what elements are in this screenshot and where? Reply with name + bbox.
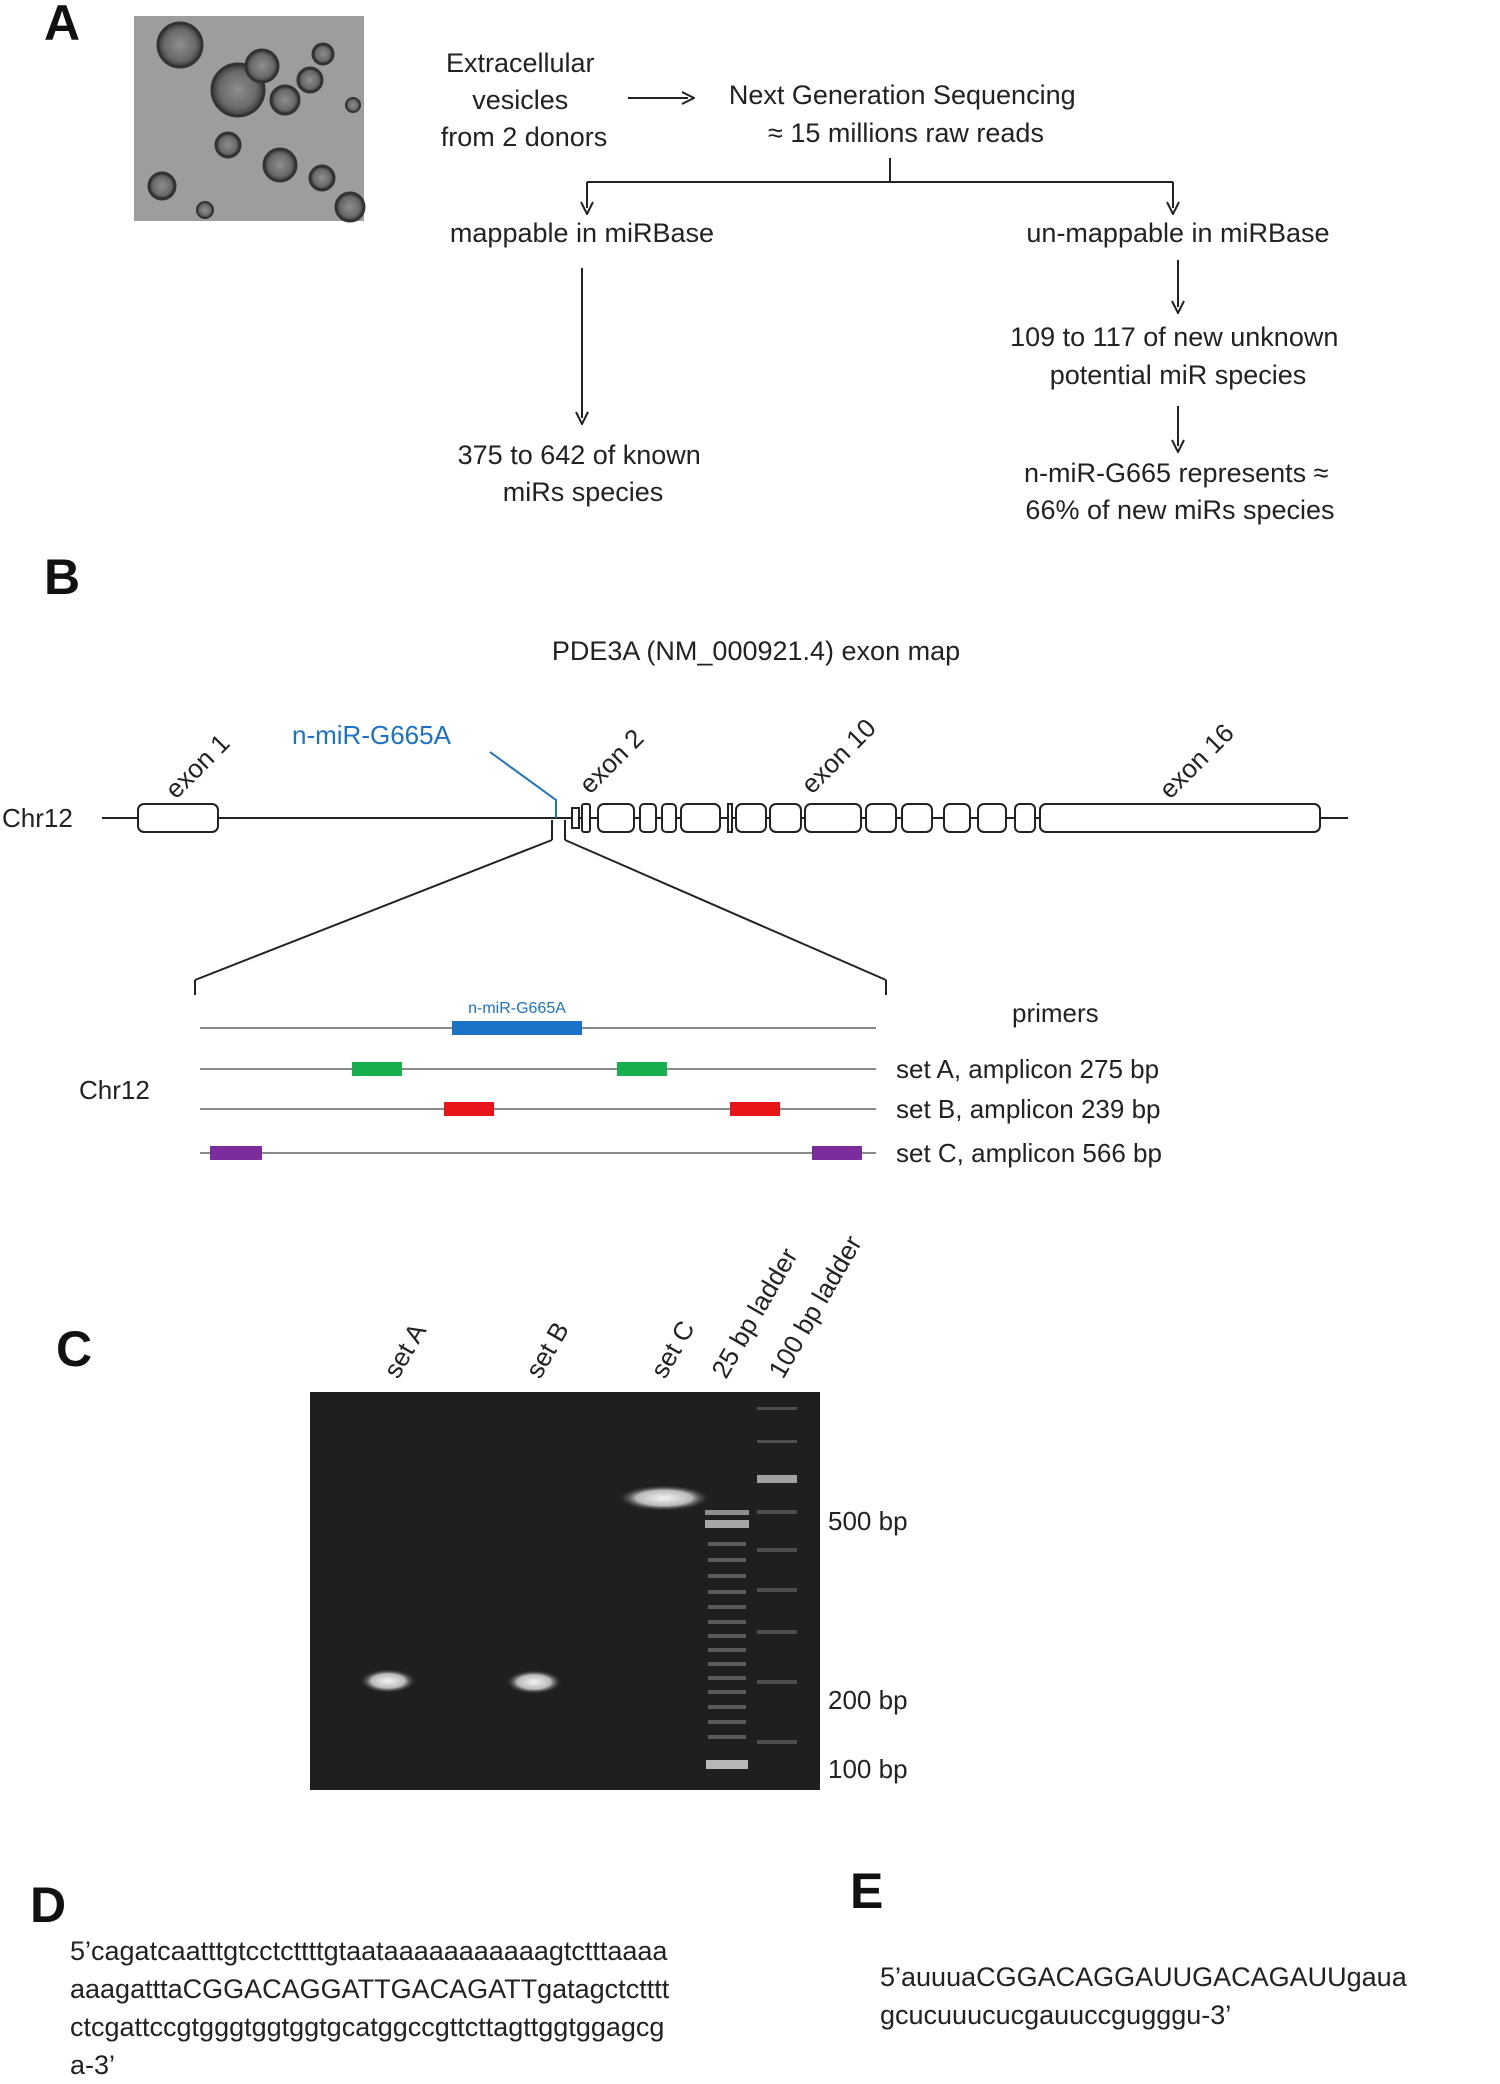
panel-label-c: C	[56, 1321, 92, 1377]
rna-sequence-line: 5’auuuaCGGACAGGAUUGACAGAUUgaua	[880, 1962, 1407, 1992]
node-g665-share: n-miR-G665 represents ≈ 66% of new miRs …	[1024, 458, 1336, 525]
node-extracellular-vesicles: Extracellular vesicles from 2 donors	[441, 48, 608, 152]
set-c-primer-forward	[210, 1146, 262, 1160]
set-b-label: set B, amplicon 239 bp	[896, 1094, 1161, 1124]
node-ngs: Next Generation Sequencing ≈ 15 millions…	[729, 80, 1083, 148]
node-known-mirs: 375 to 642 of known miRs species	[458, 440, 709, 507]
mir-g665a-region	[452, 1021, 582, 1035]
em-micrograph	[134, 16, 366, 223]
gel-image	[310, 1392, 820, 1790]
dna-sequence-line: a-3’	[70, 2050, 116, 2080]
set-a-primer-forward	[352, 1062, 402, 1076]
marker-100bp: 100 bp	[828, 1754, 908, 1784]
zoom-lines	[194, 820, 887, 995]
chr12-label-map: Chr12	[2, 803, 73, 833]
set-b-primer-forward	[444, 1102, 494, 1116]
panel-label-b: B	[44, 549, 80, 605]
split-connector	[587, 158, 1173, 208]
panel-label-a: A	[44, 0, 80, 51]
exon-16-label: exon 16	[1153, 718, 1240, 805]
lane-label-set-c: set C	[644, 1315, 700, 1383]
set-b-primer-reverse	[730, 1102, 780, 1116]
node-unmappable: un-mappable in miRBase	[1026, 218, 1329, 248]
set-c-label: set C, amplicon 566 bp	[896, 1138, 1162, 1168]
rna-sequence-line: gcucuuucucgauuccgugggu-3’	[880, 2000, 1232, 2030]
marker-500bp: 500 bp	[828, 1506, 908, 1536]
mir-g665a-region-label: n-miR-G665A	[468, 1000, 566, 1017]
lane-label-set-a: set A	[377, 1317, 432, 1383]
set-a-primer-reverse	[617, 1062, 667, 1076]
exon-map-title: PDE3A (NM_000921.4) exon map	[552, 636, 960, 666]
dna-sequence-line: aaagatttaCGGACAGGATTGACAGATTgatagctctttt	[70, 1974, 670, 2004]
exon-1-label: exon 1	[159, 728, 235, 804]
dna-sequence-line: ctcgattccgtgggtggtggtgcatggccgttcttagttg…	[70, 2012, 665, 2042]
set-a-label: set A, amplicon 275 bp	[896, 1054, 1159, 1084]
set-c-primer-reverse	[812, 1146, 862, 1160]
rna-sequence: 5’auuuaCGGACAGGAUUGACAGAUUgaua gcucuuucu…	[880, 1958, 1407, 2034]
mir-g665a-callout: n-miR-G665A	[292, 720, 452, 750]
panel-label-e: E	[850, 1863, 883, 1919]
node-mappable: mappable in miRBase	[450, 218, 714, 248]
lane-label-set-b: set B	[519, 1317, 575, 1383]
marker-200bp: 200 bp	[828, 1685, 908, 1715]
exon-10-label: exon 10	[795, 713, 882, 800]
node-unknown-mirs: 109 to 117 of new unknown potential miR …	[1010, 322, 1346, 390]
primers-header: primers	[1012, 998, 1099, 1028]
dna-sequence-line: 5’cagatcaatttgtcctcttttgtaataaaaaaaaaaag…	[70, 1936, 668, 1966]
panel-label-d: D	[30, 1877, 66, 1933]
mir-g665a-pointer	[489, 751, 557, 818]
chr12-label-zoom: Chr12	[79, 1075, 150, 1105]
exon-boxes	[137, 803, 1321, 833]
dna-sequence: 5’cagatcaatttgtcctcttttgtaataaaaaaaaaaag…	[70, 1932, 669, 2084]
zoom-tracks	[200, 1027, 876, 1154]
exon-2-label: exon 2	[573, 723, 649, 799]
